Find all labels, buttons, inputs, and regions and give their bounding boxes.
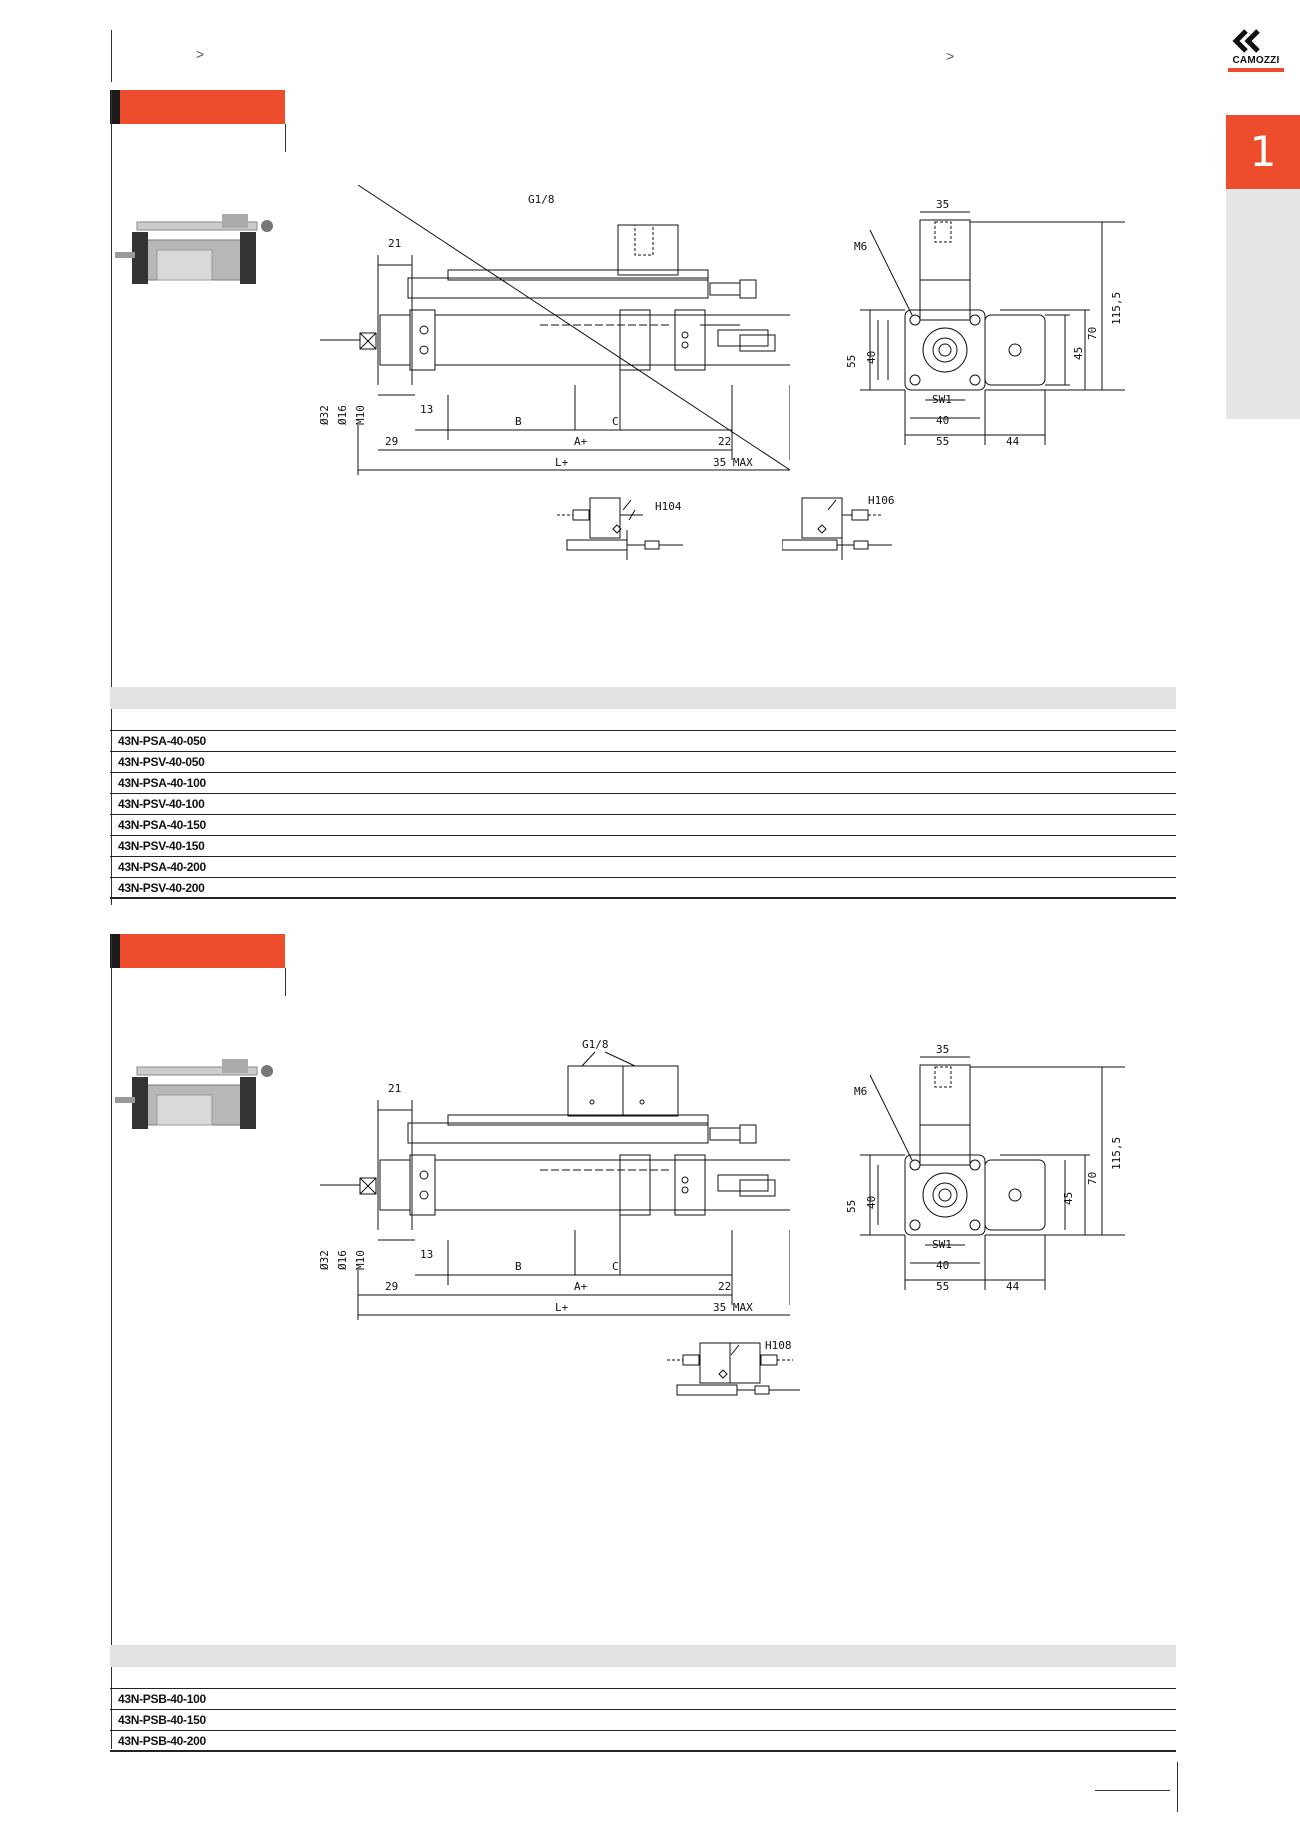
svg-text:29: 29: [385, 435, 398, 448]
svg-text:21: 21: [388, 1082, 401, 1095]
section-1-left-rule: [111, 90, 112, 905]
drawing-front-view-2: G1/8 21 Ø32 Ø16 M10 13 B C 29 A+ 22 L+ 3…: [320, 1038, 790, 1320]
svg-text:35: 35: [936, 1043, 949, 1056]
table-header-band: [110, 687, 1176, 709]
svg-text:A+: A+: [574, 1280, 588, 1293]
table-row: 43N-PSB-40-100: [110, 1689, 1176, 1710]
svg-text:Ø32: Ø32: [320, 405, 331, 425]
svg-text:29: 29: [385, 1280, 398, 1293]
svg-text:55: 55: [936, 1280, 949, 1293]
section-2-tab-rule: [285, 968, 286, 996]
table-subheader: [110, 1667, 1176, 1689]
section-1-tab: [110, 90, 285, 124]
parts-table-2: 43N-PSB-40-100 43N-PSB-40-150 43N-PSB-40…: [110, 1645, 1176, 1752]
breadcrumb-separator-1: >: [196, 46, 205, 62]
svg-text:55: 55: [936, 435, 949, 448]
svg-text:45: 45: [1062, 1192, 1075, 1205]
svg-text:35 MAX: 35 MAX: [713, 456, 753, 469]
svg-text:M6: M6: [854, 1085, 867, 1098]
svg-text:Ø16: Ø16: [336, 405, 349, 425]
breadcrumb-separator-2: >: [946, 48, 955, 64]
svg-text:C: C: [612, 1260, 619, 1273]
svg-text:B: B: [515, 415, 522, 428]
svg-text:70: 70: [1086, 327, 1099, 340]
chapter-tab: 1: [1226, 115, 1300, 189]
camozzi-logo-icon: [1232, 29, 1260, 53]
svg-text:C: C: [612, 415, 619, 428]
drawing-front-view-1: G1/8 21 Ø32 Ø16 M10 13 B C 29 A+ 22 L+ 3…: [320, 185, 790, 475]
svg-text:H106: H106: [868, 494, 895, 507]
symbol-h108: H108: [667, 1339, 800, 1396]
table-subheader: [110, 709, 1176, 731]
table-row: 43N-PSV-40-150: [110, 836, 1176, 857]
header-left-rule: [111, 30, 112, 82]
product-photo-2: [115, 1059, 273, 1129]
table-row: 43N-PSB-40-200: [110, 1731, 1176, 1752]
svg-text:21: 21: [388, 237, 401, 250]
svg-text:45: 45: [1072, 347, 1085, 360]
chapter-side-bar: [1226, 189, 1300, 419]
svg-text:SW1: SW1: [932, 1238, 952, 1251]
svg-text:115,5: 115,5: [1110, 1137, 1123, 1170]
drawing-side-view-1: 35 M6 55 40 45 70 115,5 SW1 40 55 44: [845, 198, 1125, 448]
svg-text:40: 40: [936, 414, 949, 427]
table-row: 43N-PSV-40-050: [110, 752, 1176, 773]
product-photo-1: [115, 214, 273, 284]
table-row: 43N-PSV-40-200: [110, 878, 1176, 899]
svg-text:L+: L+: [555, 1301, 569, 1314]
svg-text:A+: A+: [574, 435, 588, 448]
svg-text:13: 13: [420, 1248, 433, 1261]
table-row: 43N-PSB-40-150: [110, 1710, 1176, 1731]
section-1-tab-rule: [285, 124, 286, 152]
table-row: 43N-PSV-40-100: [110, 794, 1176, 815]
table-row: 43N-PSA-40-200: [110, 857, 1176, 878]
section-2-tab: [110, 934, 285, 968]
svg-text:B: B: [515, 1260, 522, 1273]
logo-underline: [1228, 68, 1284, 72]
svg-text:70: 70: [1086, 1172, 1099, 1185]
svg-text:40: 40: [865, 351, 878, 364]
svg-text:55: 55: [845, 355, 858, 368]
svg-text:H104: H104: [655, 500, 682, 513]
svg-text:44: 44: [1006, 1280, 1020, 1293]
svg-text:M6: M6: [854, 240, 867, 253]
svg-text:22: 22: [718, 1280, 731, 1293]
svg-text:13: 13: [420, 403, 433, 416]
label-port-1: G1/8: [528, 193, 555, 206]
svg-text:35: 35: [936, 198, 949, 211]
section-2-left-rule: [111, 934, 112, 1749]
symbol-h104: H104: [557, 497, 683, 560]
table-header-band: [110, 1645, 1176, 1667]
table-row: 43N-PSA-40-050: [110, 731, 1176, 752]
svg-text:115,5: 115,5: [1110, 292, 1123, 325]
drawing-side-view-2: 35 M6 55 40 45 70 115,5 SW1 40 55 44: [845, 1043, 1125, 1293]
table-row: 43N-PSA-40-150: [110, 815, 1176, 836]
svg-text:40: 40: [936, 1259, 949, 1272]
svg-text:M10: M10: [354, 405, 367, 425]
svg-text:55: 55: [845, 1200, 858, 1213]
svg-text:35 MAX: 35 MAX: [713, 1301, 753, 1314]
footer-rule: [1095, 1790, 1170, 1791]
svg-text:G1/8: G1/8: [582, 1038, 609, 1051]
svg-text:SW1: SW1: [932, 393, 952, 406]
svg-text:M10: M10: [354, 1250, 367, 1270]
svg-text:40: 40: [865, 1196, 878, 1209]
logo-text: CAMOZZI: [1232, 55, 1280, 66]
svg-text:22: 22: [718, 435, 731, 448]
symbol-h106: H106: [782, 494, 895, 560]
svg-text:Ø16: Ø16: [336, 1250, 349, 1270]
svg-text:Ø32: Ø32: [320, 1250, 331, 1270]
footer-vertical-rule: [1177, 1762, 1178, 1812]
svg-text:44: 44: [1006, 435, 1020, 448]
svg-text:L+: L+: [555, 456, 569, 469]
svg-text:H108: H108: [765, 1339, 792, 1352]
table-row: 43N-PSA-40-100: [110, 773, 1176, 794]
parts-table-1: 43N-PSA-40-050 43N-PSV-40-050 43N-PSA-40…: [110, 687, 1176, 899]
